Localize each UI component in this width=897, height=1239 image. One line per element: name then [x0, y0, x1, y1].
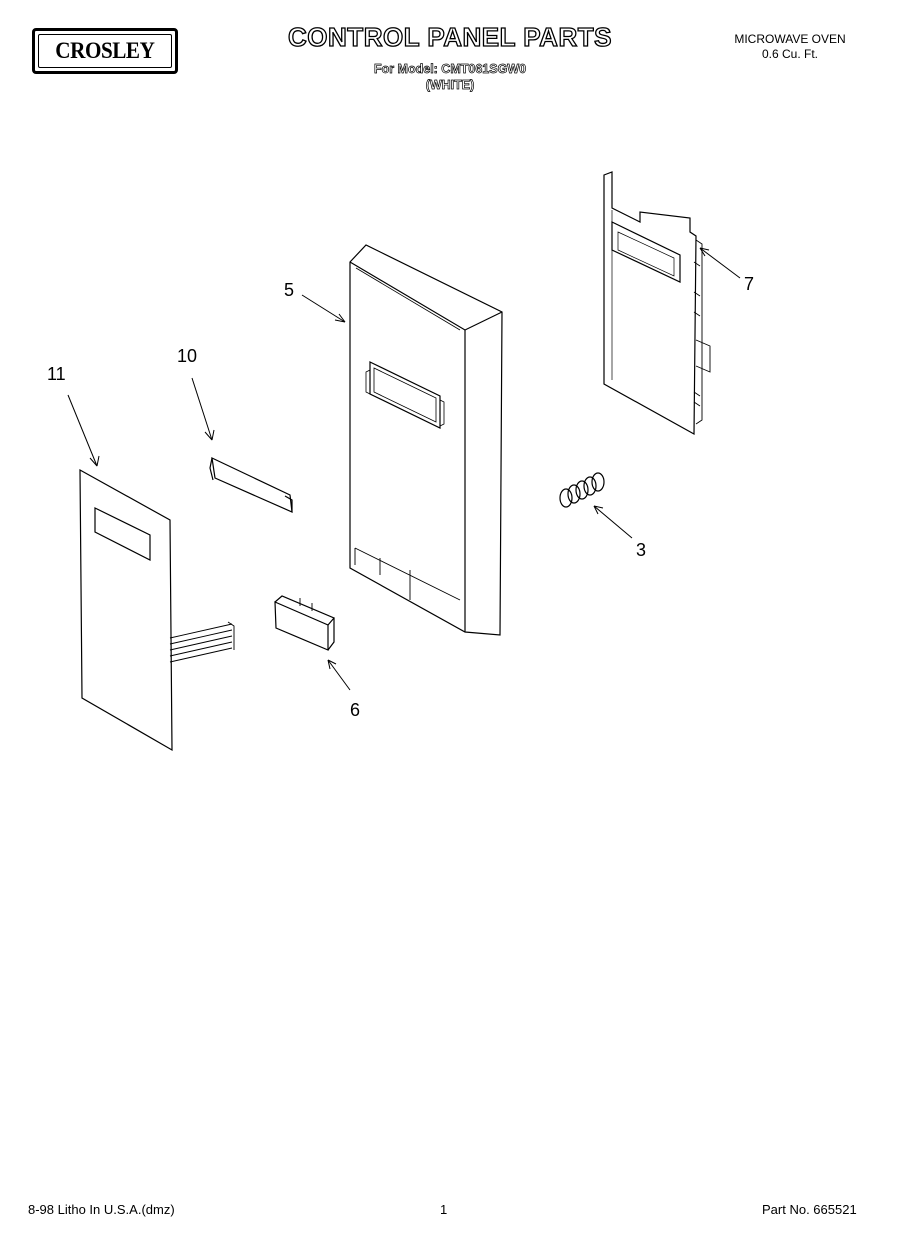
keypad-membrane-part [79, 468, 235, 752]
color-line: (WHITE) [425, 78, 475, 93]
crosley-logo: CROSLEY [32, 28, 178, 74]
leader-5 [301, 294, 346, 323]
part-number: Part No. 665521 [762, 1202, 857, 1217]
spring-part [559, 472, 605, 508]
callout-6: 6 [350, 700, 360, 720]
product-type: MICROWAVE OVEN [734, 32, 846, 46]
leader-6 [327, 659, 351, 691]
leader-7 [699, 247, 741, 279]
leader-lines [67, 247, 741, 691]
display-window-part [209, 456, 293, 513]
leader-3 [593, 505, 633, 539]
page-title: CONTROL PANEL PARTS [287, 21, 612, 52]
control-board-part [603, 171, 711, 436]
leader-10 [191, 377, 213, 441]
callout-11: 11 [47, 364, 66, 384]
callout-5: 5 [284, 280, 294, 300]
page-number: 1 [440, 1202, 448, 1217]
callout-7: 7 [744, 274, 754, 294]
callout-3: 3 [636, 540, 646, 560]
leader-11 [67, 394, 98, 467]
callout-10: 10 [177, 346, 197, 366]
control-panel-frame-part [349, 244, 503, 636]
product-capacity: 0.6 Cu. Ft. [761, 47, 819, 61]
model-line: For Model: CMT061SGW0 [373, 62, 527, 77]
callout-labels: 11 10 5 7 3 6 [47, 274, 754, 720]
print-info: 8-98 Litho In U.S.A.(dmz) [28, 1202, 175, 1217]
door-button-part [274, 595, 335, 651]
